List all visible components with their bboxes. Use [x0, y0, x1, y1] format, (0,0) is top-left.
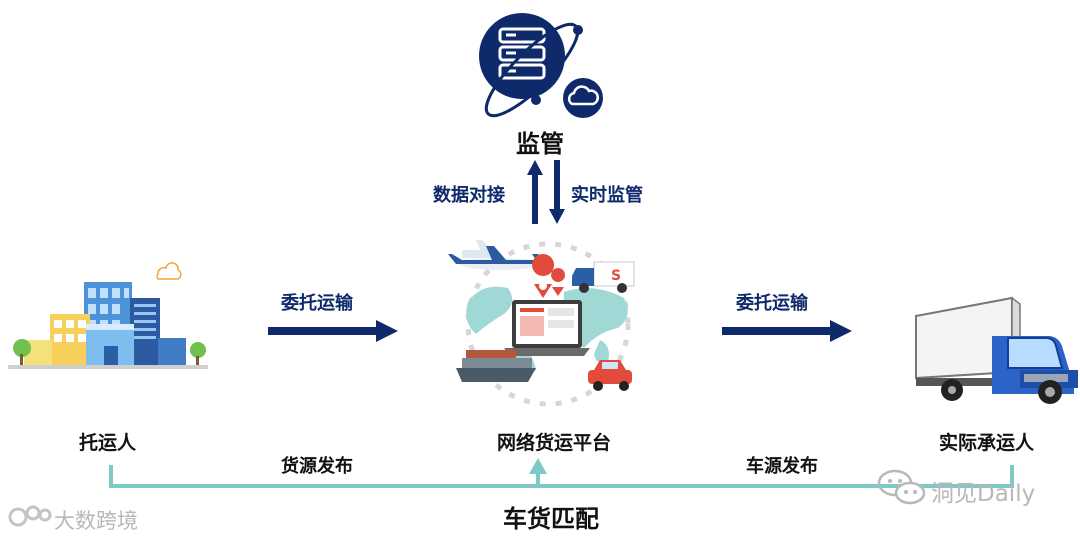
vehicle-release-label: 车源发布 [746, 456, 818, 477]
realtime-supervision-arrow [549, 160, 565, 224]
entrust-left-label: 委托运输 [281, 293, 353, 314]
realtime-supervision-label: 实时监管 [571, 185, 643, 206]
logistics-platform-icon: S [448, 240, 635, 407]
watermark-right: 洞见Daily [931, 481, 1036, 507]
svg-text:S: S [611, 268, 621, 284]
office-buildings-icon [8, 262, 208, 369]
carrier-label: 实际承运人 [939, 432, 1035, 454]
cargo-release-label: 货源发布 [281, 456, 353, 477]
entrust-left-arrow [268, 320, 398, 342]
watermark-left: 大数跨境 [54, 509, 138, 533]
entrust-right-label: 委托运输 [736, 293, 808, 314]
platform-label: 网络货运平台 [497, 432, 612, 454]
logo-icon [8, 505, 52, 527]
truck-icon [915, 296, 1078, 404]
entrust-right-arrow [722, 320, 852, 342]
matching-label: 车货匹配 [503, 505, 599, 533]
wechat-icon [877, 469, 926, 505]
data-docking-arrow [527, 160, 543, 224]
server-cloud-icon [479, 13, 603, 118]
data-docking-label: 数据对接 [433, 185, 505, 206]
supervision-label: 监管 [516, 130, 564, 158]
shipper-label: 托运人 [79, 432, 137, 454]
